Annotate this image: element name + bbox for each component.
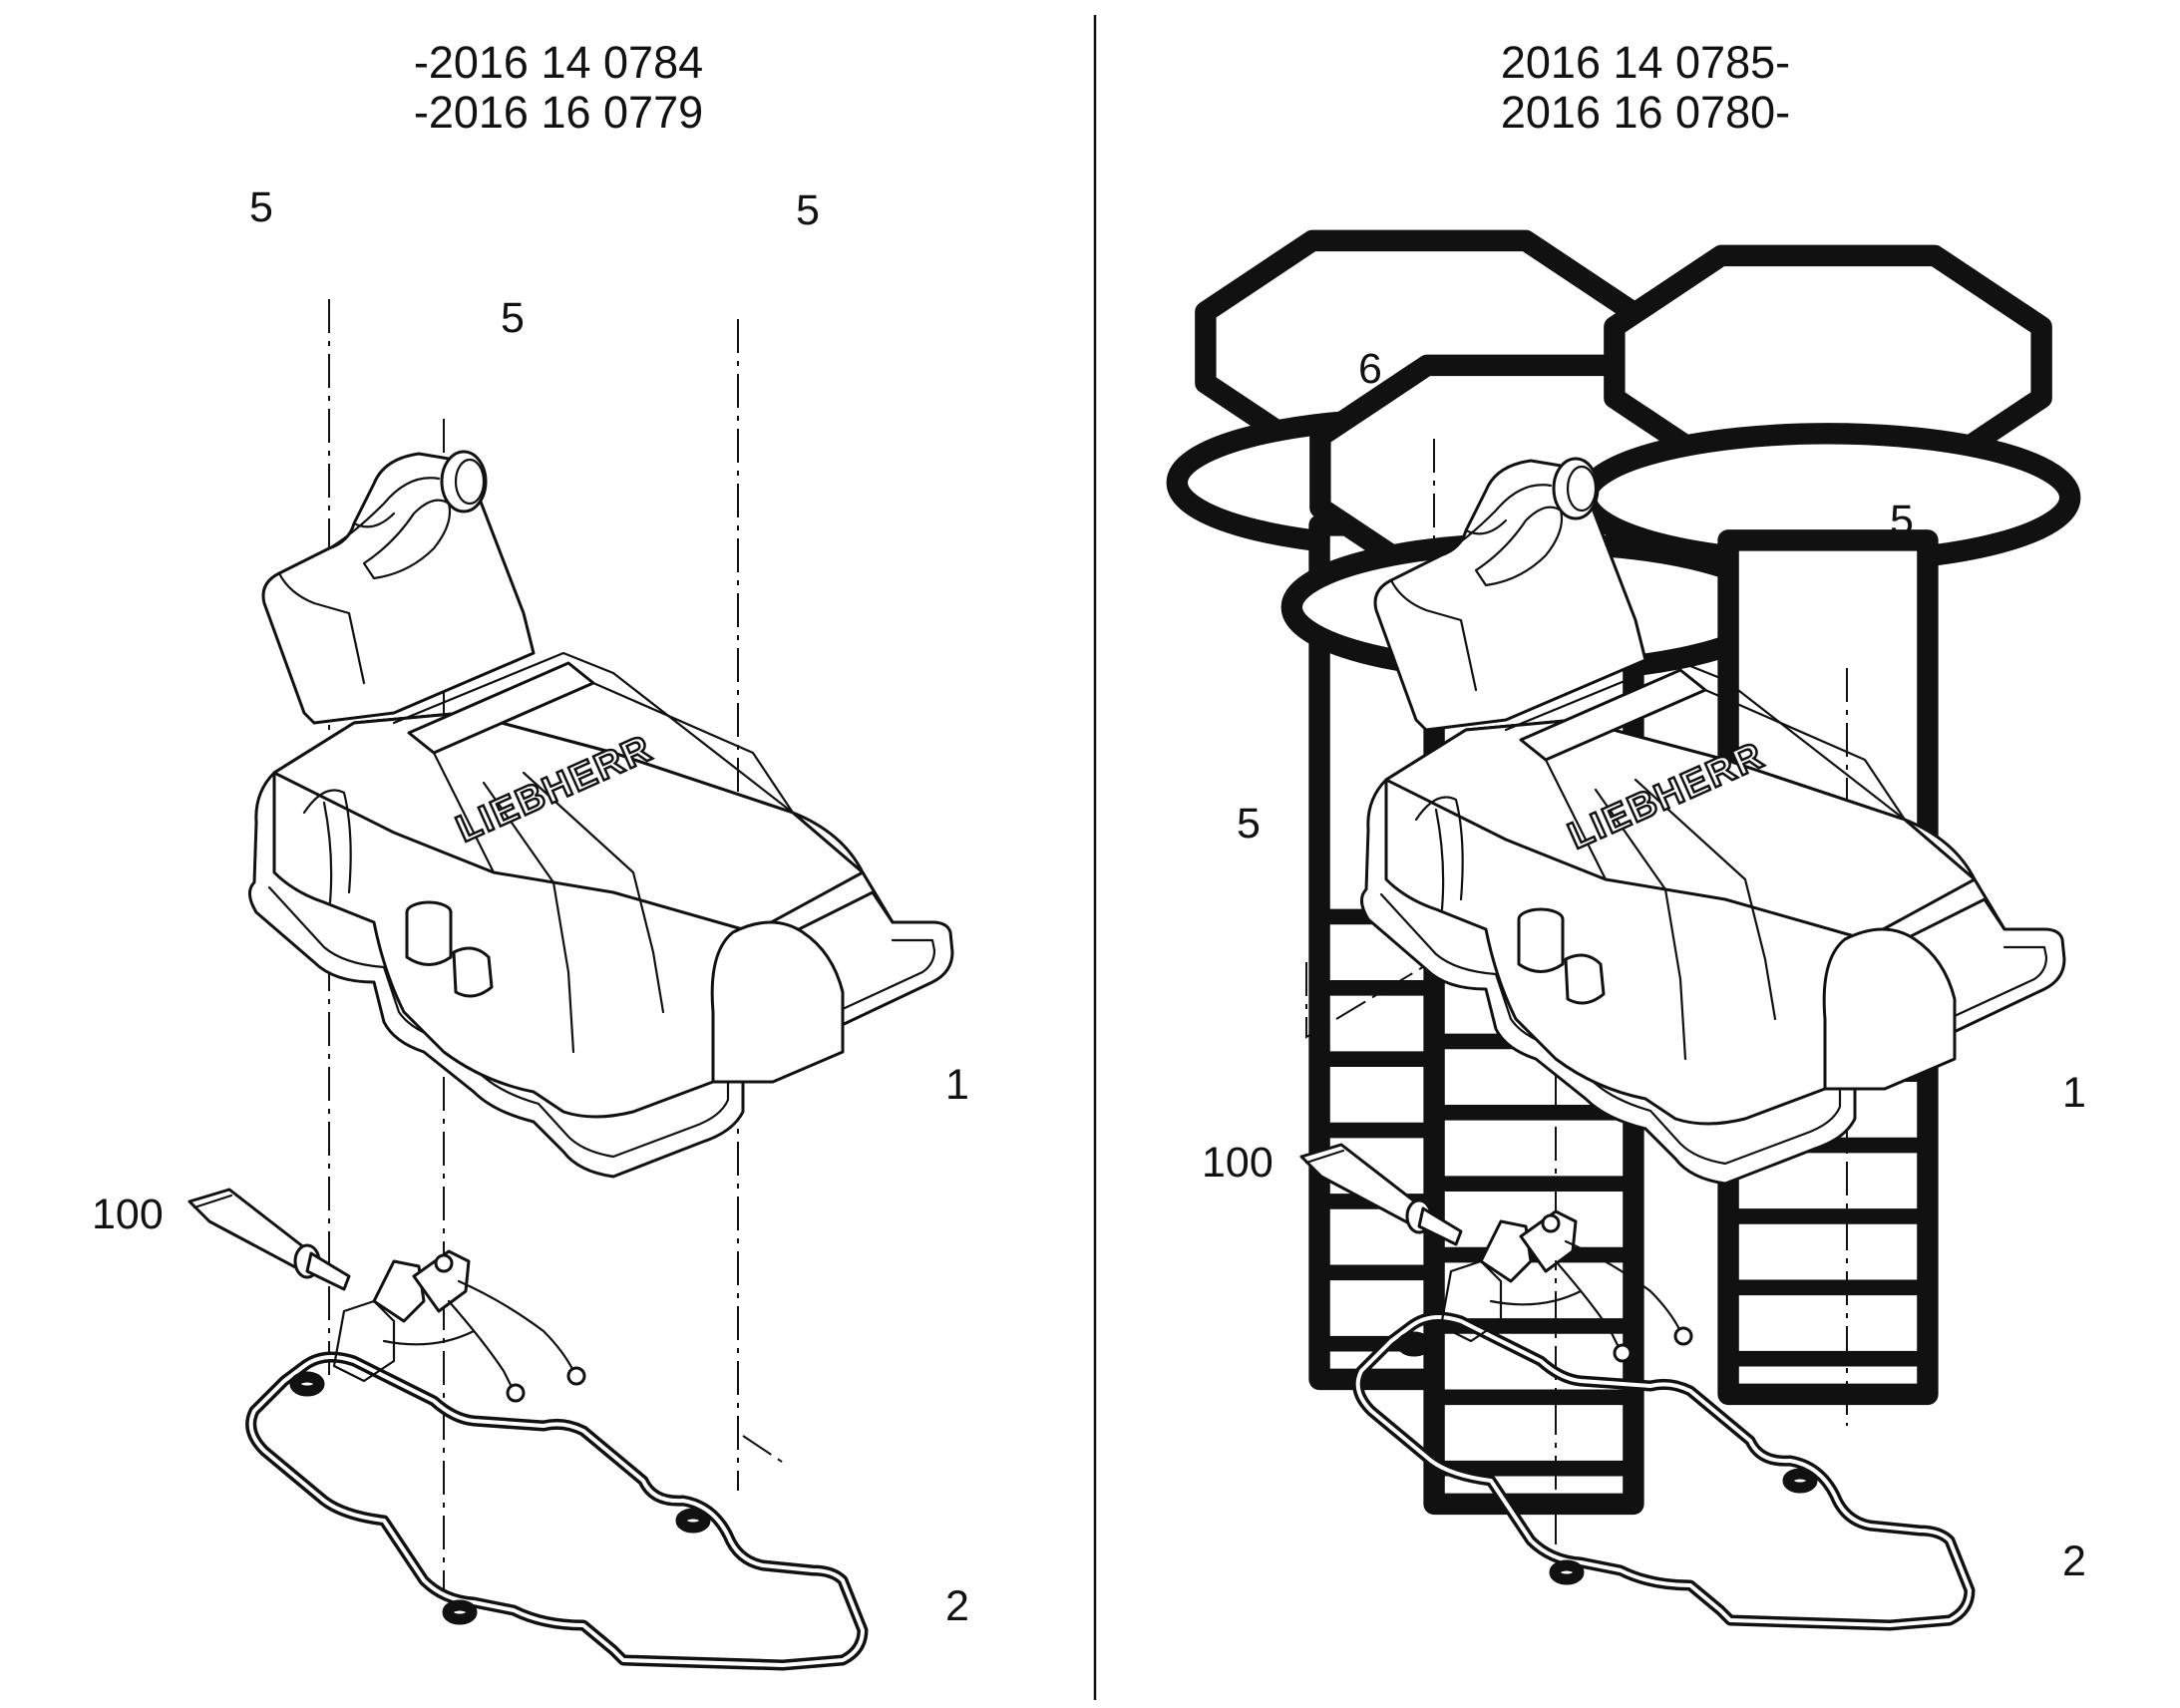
right-serial-line-1: 2016 14 0785- [1501, 37, 1790, 88]
left-valve-cover: LIEBHERR [247, 450, 954, 1179]
left-label-sealant: 100 [92, 1191, 164, 1238]
right-label-bolt-long-b: 5 [1237, 800, 1261, 848]
right-label-bolt-long-a: 5 [1890, 497, 1914, 544]
left-serial-line-1: -2016 14 0784 [414, 37, 703, 88]
left-label-gasket: 2 [945, 1582, 969, 1630]
right-valve-cover: LIEBHERR [1359, 457, 2066, 1186]
right-label-cover: 1 [2062, 1069, 2086, 1117]
right-serial-line-2: 2016 16 0780- [1501, 87, 1790, 138]
left-serial-line-2: -2016 16 0779 [414, 87, 703, 138]
left-view: LIEBHERR 5 5 5 1 2 100 [92, 183, 2072, 1665]
left-sealant-tube [187, 1188, 351, 1291]
left-label-bolt-a: 5 [249, 183, 273, 231]
left-label-bolt-c: 5 [796, 186, 820, 234]
right-label-sealant: 100 [1202, 1139, 1273, 1187]
left-label-bolt-b: 5 [501, 294, 525, 342]
right-label-gasket: 2 [2062, 1537, 2086, 1585]
left-label-cover: 1 [945, 1061, 969, 1109]
right-view: LIEBHERR 6 5 5 1 2 100 [1202, 345, 2086, 1708]
left-gasket [251, 1251, 863, 1665]
right-label-bolt-short: 6 [1358, 345, 1382, 393]
